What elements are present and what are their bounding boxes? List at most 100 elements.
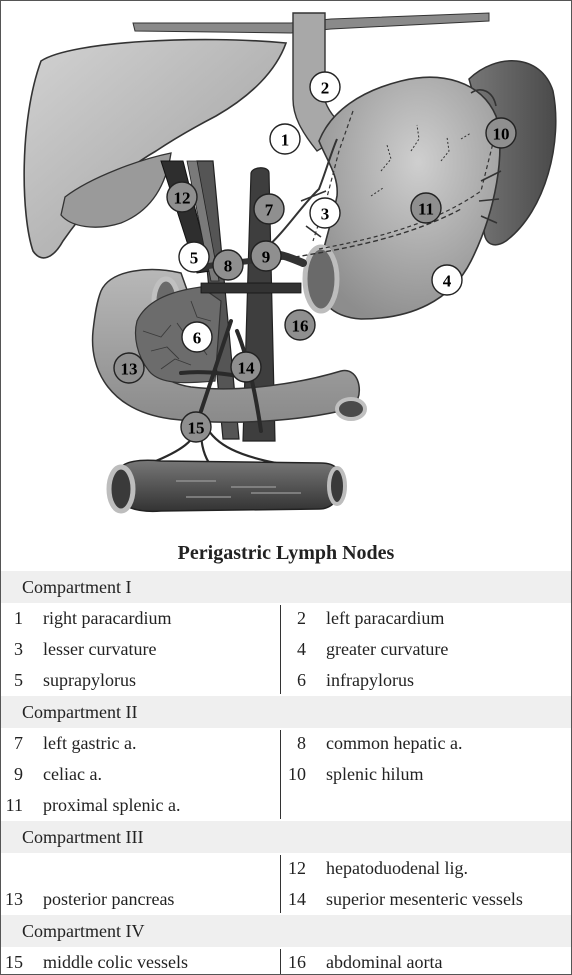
lymph-node-number: 3 — [321, 205, 330, 224]
lymph-node-circle — [166, 181, 198, 213]
node-number: 3 — [14, 639, 23, 659]
lymph-node-circle — [431, 264, 463, 296]
right-cell: 6 infrapylorus — [286, 665, 571, 696]
node-label: infrapylorus — [326, 670, 414, 690]
lymph-node-circle — [230, 351, 262, 383]
node-number: 5 — [14, 670, 23, 690]
node-label: middle colic vessels — [43, 952, 188, 972]
lymph-node-4: 4 — [431, 264, 463, 296]
lymph-node-14: 14 — [230, 351, 262, 383]
colon-haustra — [176, 480, 301, 498]
node-label: celiac a. — [43, 764, 102, 784]
left-cell: 11 proximal splenic a. — [1, 790, 286, 821]
table-row: 11 proximal splenic a. — [1, 790, 571, 821]
lymph-node-12: 12 — [166, 181, 198, 213]
lymph-node-6: 6 — [181, 321, 213, 353]
lymph-node-circle — [113, 352, 145, 384]
pylorus-ring — [302, 244, 340, 314]
node-number: 7 — [14, 733, 23, 753]
lymph-node-number: 12 — [174, 189, 191, 208]
table-row: 5 suprapylorus 6 infrapylorus — [1, 665, 571, 696]
lymph-node-number: 8 — [224, 257, 233, 276]
transverse-colon — [112, 459, 343, 513]
node-label: superior mesenteric vessels — [326, 889, 523, 909]
lymph-node-7: 7 — [253, 193, 285, 225]
node-number — [1, 853, 43, 884]
node-number: 9 — [14, 764, 23, 784]
node-label: suprapylorus — [43, 670, 136, 690]
lymph-node-circle — [309, 197, 341, 229]
lymph-node-number: 13 — [121, 360, 138, 379]
node-number: 1 — [14, 608, 23, 628]
lymph-node-13: 13 — [113, 352, 145, 384]
node-number: 11 — [5, 795, 23, 815]
node-label: right paracardium — [43, 608, 172, 628]
right-cell: 4 greater curvature — [286, 634, 571, 665]
compartment-header: Compartment II — [1, 696, 571, 728]
lymph-node-circle — [485, 117, 517, 149]
colon-left-ring — [106, 464, 136, 514]
left-cell: 1 right paracardium — [1, 603, 286, 634]
lymph-node-circle — [253, 193, 285, 225]
lymph-node-circle — [269, 123, 301, 155]
node-number: 8 — [297, 733, 306, 753]
compartment-header: Compartment IV — [1, 915, 571, 947]
colon-right-ring — [327, 466, 347, 506]
compartment-header: Compartment I — [1, 571, 571, 603]
greater-curvature-vessel — [318, 130, 497, 250]
lymph-node-circle — [181, 321, 213, 353]
lymph-node-circle — [212, 249, 244, 281]
node-number: 15 — [5, 952, 23, 972]
jejunum-ring — [335, 397, 367, 421]
node-number: 16 — [288, 952, 306, 972]
pancreas-shape — [134, 286, 222, 384]
right-cell — [286, 790, 571, 821]
stomach-shape — [317, 76, 501, 320]
left-cell — [1, 853, 286, 884]
node-number: 12 — [288, 858, 306, 878]
node-number: 10 — [288, 764, 306, 784]
lymph-node-number: 16 — [292, 317, 309, 336]
left-cell: 5 suprapylorus — [1, 665, 286, 696]
left-cell: 15 middle colic vessels — [1, 947, 286, 974]
lymph-node-5: 5 — [178, 241, 210, 273]
lymph-node-16: 16 — [284, 309, 316, 341]
node-label: greater curvature — [326, 639, 449, 659]
lymph-node-1: 1 — [269, 123, 301, 155]
liver-lower-lobe — [60, 152, 172, 228]
node-label: proximal splenic a. — [43, 795, 181, 815]
lymph-node-number: 5 — [190, 249, 199, 268]
lymph-node-10: 10 — [485, 117, 517, 149]
lymph-node-circle — [250, 240, 282, 272]
lymph-node-number: 7 — [265, 201, 274, 220]
node-number: 4 — [297, 639, 306, 659]
liver-shape — [23, 38, 288, 259]
node-number: 13 — [5, 889, 23, 909]
node-number: 6 — [297, 670, 306, 690]
lymph-node-number: 1 — [281, 131, 290, 150]
lymph-node-8: 8 — [212, 249, 244, 281]
lymph-node-number: 11 — [418, 200, 434, 219]
lymph-node-circle — [180, 411, 212, 443]
lymph-node-circle — [309, 71, 341, 103]
lymph-node-number: 15 — [188, 419, 205, 438]
